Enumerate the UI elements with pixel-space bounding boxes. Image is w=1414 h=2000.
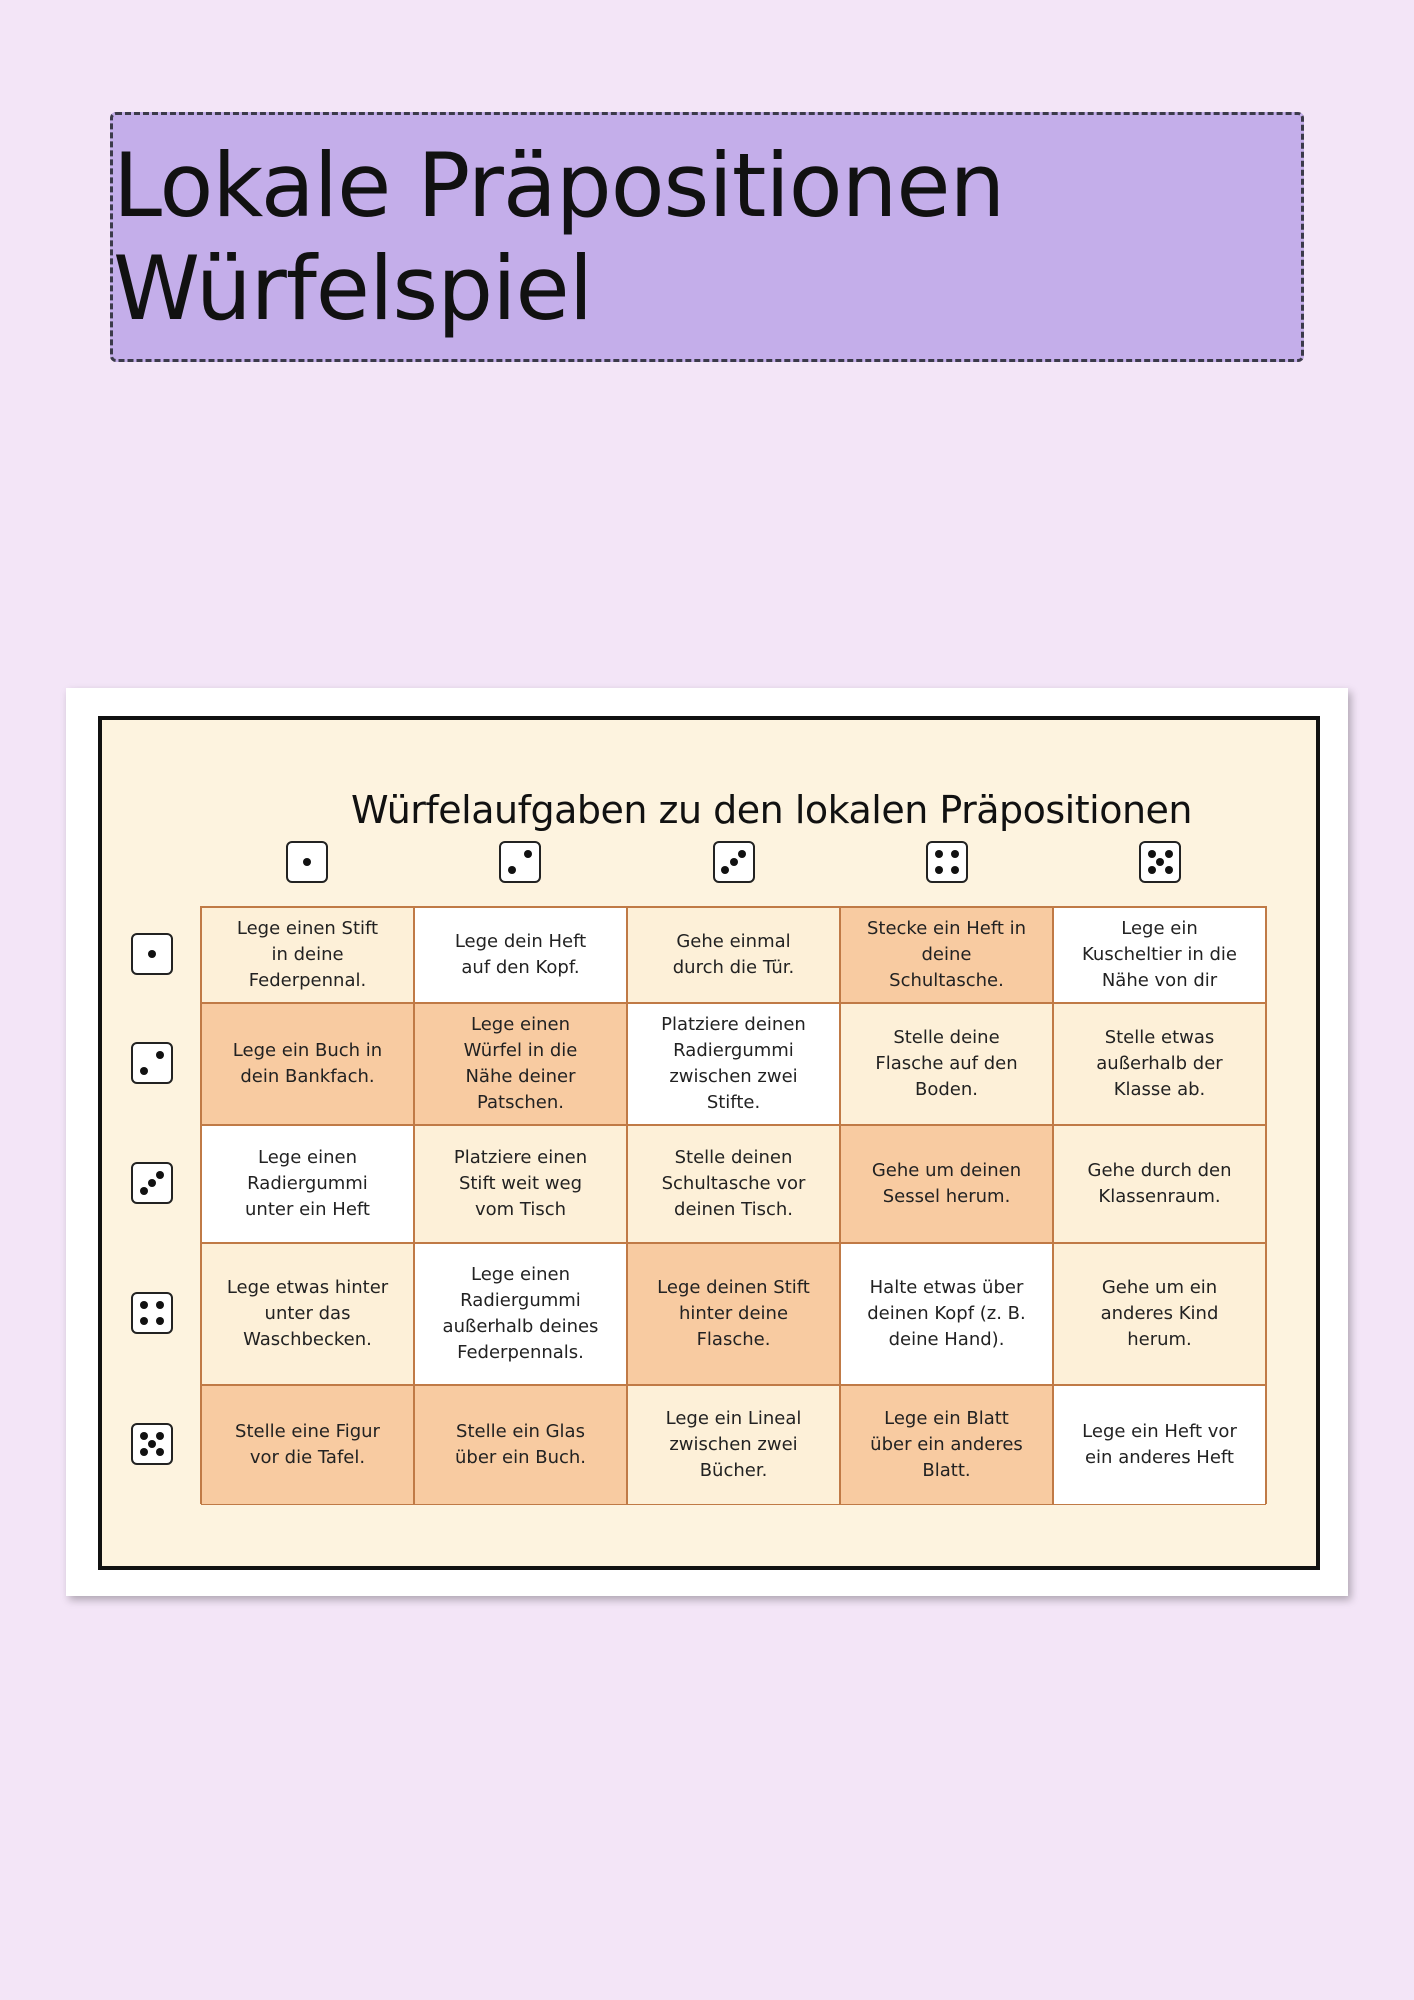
task-cell: Lege einen Radiergummi außerhalb deines … — [414, 1243, 627, 1385]
task-cell: Halte etwas über deinen Kopf (z. B. dein… — [840, 1243, 1053, 1385]
task-cell: Lege ein Lineal zwischen zwei Bücher. — [627, 1385, 840, 1505]
task-cell: Lege ein Buch in dein Bankfach. — [201, 1003, 414, 1125]
task-cell: Lege einen Stift in deine Federpennal. — [201, 907, 414, 1003]
task-cell: Gehe durch den Klassenraum. — [1053, 1125, 1266, 1243]
task-cell: Platziere einen Stift weit weg vom Tisch — [414, 1125, 627, 1243]
dice-one-icon — [285, 841, 328, 883]
board-title: Würfelaufgaben zu den lokalen Präpositio… — [351, 788, 1193, 832]
game-board-card: Würfelaufgaben zu den lokalen Präpositio… — [66, 688, 1348, 1596]
task-cell: Gehe einmal durch die Tür. — [627, 907, 840, 1003]
task-cell: Stelle etwas außerhalb der Klasse ab. — [1053, 1003, 1266, 1125]
game-board: Würfelaufgaben zu den lokalen Präpositio… — [98, 716, 1320, 1570]
task-cell: Lege ein Heft vor ein anderes Heft — [1053, 1385, 1266, 1505]
task-cell: Gehe um deinen Sessel herum. — [840, 1125, 1053, 1243]
task-cell: Stelle ein Glas über ein Buch. — [414, 1385, 627, 1505]
task-cell: Lege einen Würfel in die Nähe deiner Pat… — [414, 1003, 627, 1125]
dice-one-icon — [131, 933, 173, 975]
task-cell: Lege deinen Stift hinter deine Flasche. — [627, 1243, 840, 1385]
page-title: Lokale Präpositionen Würfelspiel — [113, 134, 1005, 340]
task-cell: Lege ein Blatt über ein anderes Blatt. — [840, 1385, 1053, 1505]
task-cell: Stelle deinen Schultasche vor deinen Tis… — [627, 1125, 840, 1243]
dice-five-icon — [131, 1423, 173, 1465]
task-cell: Stelle eine Figur vor die Tafel. — [201, 1385, 414, 1505]
dice-two-icon — [131, 1042, 173, 1084]
task-grid: Lege einen Stift in deine Federpennal.Le… — [200, 906, 1267, 1505]
dice-four-icon — [131, 1292, 173, 1334]
dice-three-icon — [131, 1162, 173, 1204]
dice-five-icon — [1139, 841, 1182, 883]
task-cell: Lege etwas hinter unter das Waschbecken. — [201, 1243, 414, 1385]
task-cell: Lege dein Heft auf den Kopf. — [414, 907, 627, 1003]
task-cell: Lege einen Radiergummi unter ein Heft — [201, 1125, 414, 1243]
task-cell: Stelle deine Flasche auf den Boden. — [840, 1003, 1053, 1125]
task-cell: Lege ein Kuscheltier in die Nähe von dir — [1053, 907, 1266, 1003]
task-cell: Gehe um ein anderes Kind herum. — [1053, 1243, 1266, 1385]
title-banner: Lokale Präpositionen Würfelspiel — [110, 112, 1304, 362]
dice-four-icon — [925, 841, 968, 883]
dice-three-icon — [712, 841, 755, 883]
dice-two-icon — [499, 841, 542, 883]
task-cell: Stecke ein Heft in deine Schultasche. — [840, 907, 1053, 1003]
task-cell: Platziere deinen Radiergummi zwischen zw… — [627, 1003, 840, 1125]
